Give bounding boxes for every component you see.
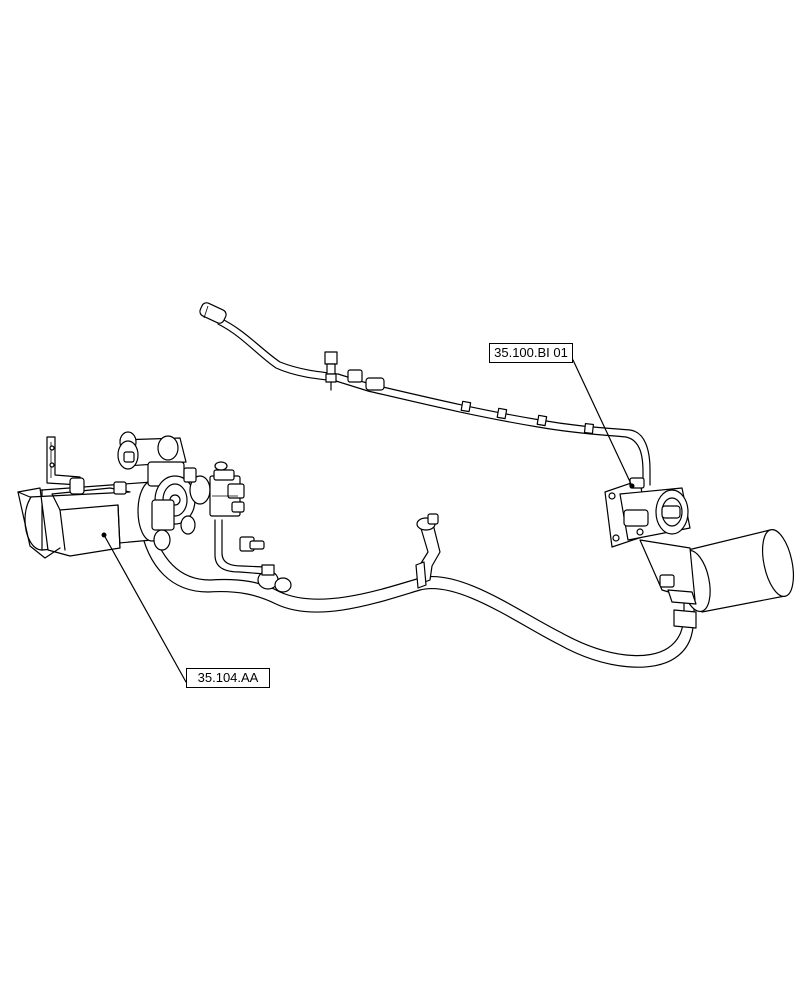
branch-pipe bbox=[214, 519, 266, 575]
right-pump bbox=[604, 477, 691, 548]
upper-tube bbox=[217, 317, 651, 487]
right-filter-canister bbox=[639, 529, 795, 629]
leader-lines bbox=[101, 359, 635, 683]
upper-tube-end-fitting bbox=[199, 302, 227, 324]
callout-label-reservoir-ref[interactable]: 35.104.AA bbox=[186, 668, 270, 688]
callout-label-pump-ref[interactable]: 35.100.BI 01 bbox=[489, 343, 573, 363]
left-reservoir bbox=[17, 477, 167, 559]
control-valve-block bbox=[209, 461, 245, 517]
tee-fitting bbox=[324, 351, 385, 391]
mounting-bracket-center bbox=[415, 513, 441, 589]
pipe-fittings-left bbox=[239, 536, 292, 593]
left-pump-assembly bbox=[117, 431, 211, 551]
leader-arrow-icon bbox=[572, 359, 633, 487]
